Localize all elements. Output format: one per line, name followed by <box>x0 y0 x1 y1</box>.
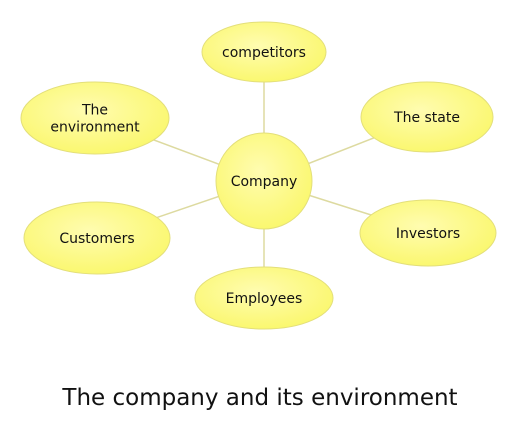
node-customers <box>23 201 171 275</box>
node-label-investors: Investors <box>396 226 460 242</box>
node-label-competitors: competitors <box>222 45 306 61</box>
node-competitors <box>201 21 327 83</box>
node-label-employees: Employees <box>226 291 303 307</box>
diagram-caption: The company and its environment <box>62 385 458 411</box>
node-company <box>215 132 313 230</box>
node-the-environment <box>20 81 170 155</box>
node-investors <box>359 199 497 267</box>
node-label-company: Company <box>231 174 298 190</box>
node-employees <box>194 266 334 330</box>
node-label-customers: Customers <box>59 231 134 247</box>
center-node: Company <box>215 132 313 230</box>
node-the-state <box>360 81 494 153</box>
node-label-the-state: The state <box>393 110 460 126</box>
